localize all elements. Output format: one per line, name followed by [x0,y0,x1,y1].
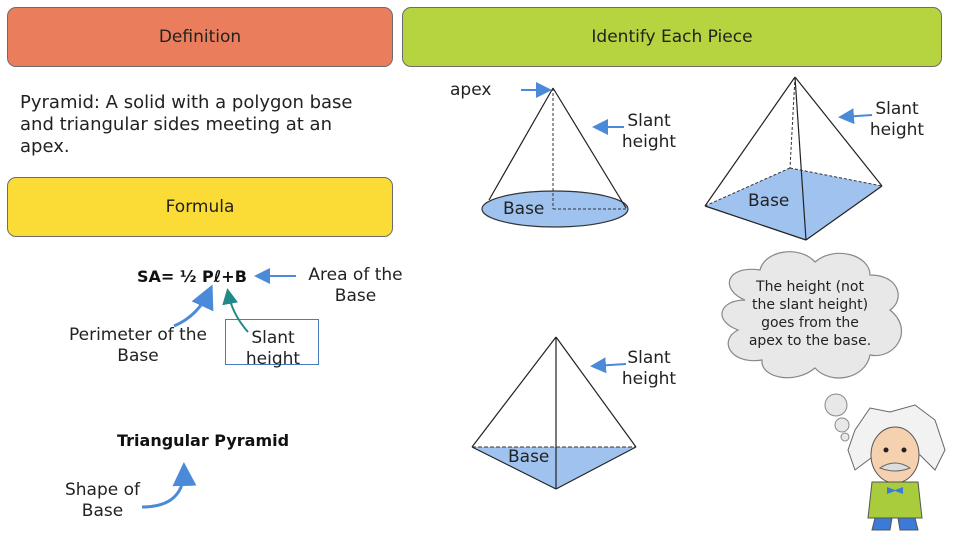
square-pyramid-figure [704,76,883,241]
definition-header-label: Definition [158,27,242,47]
formula-header: Formula [7,177,393,237]
tri-base-label: Base [508,447,550,467]
definition-header: Definition [7,7,393,67]
cone-base-label: Base [503,199,545,219]
definition-text: Pyramid: A solid with a polygon base and… [20,92,353,157]
square-base-label: Base [748,191,790,211]
slant-height-box [225,319,319,365]
perimeter-arrow [173,284,214,328]
formula-expression: SA= ½ Pℓ+B [137,267,247,286]
tri-slant-label: Slant height [621,348,677,389]
cone-slant-label: Slant height [621,111,677,152]
thought-cloud [721,251,903,442]
perimeter-label: Perimeter of the Base [68,325,208,366]
identify-header: Identify Each Piece [402,7,942,67]
shape-of-base-label: Shape of Base [64,480,141,521]
apex-label: apex [450,80,492,100]
cone-figure [481,82,629,228]
slant-height-formula-label: Slant height [245,328,301,369]
formula-header-label: Formula [165,197,235,217]
area-of-base-label: Area of the Base [308,265,403,306]
einstein-cartoon-icon [847,404,946,531]
identify-header-label: Identify Each Piece [591,27,753,47]
square-slant-label: Slant height [869,99,925,140]
thought-text: The height (not the slant height) goes f… [748,279,872,349]
triangular-pyramid-figure [471,336,637,490]
shape-arrow [141,462,197,509]
slant-formula-arrow [222,288,249,333]
example-name: Triangular Pyramid [117,431,290,450]
